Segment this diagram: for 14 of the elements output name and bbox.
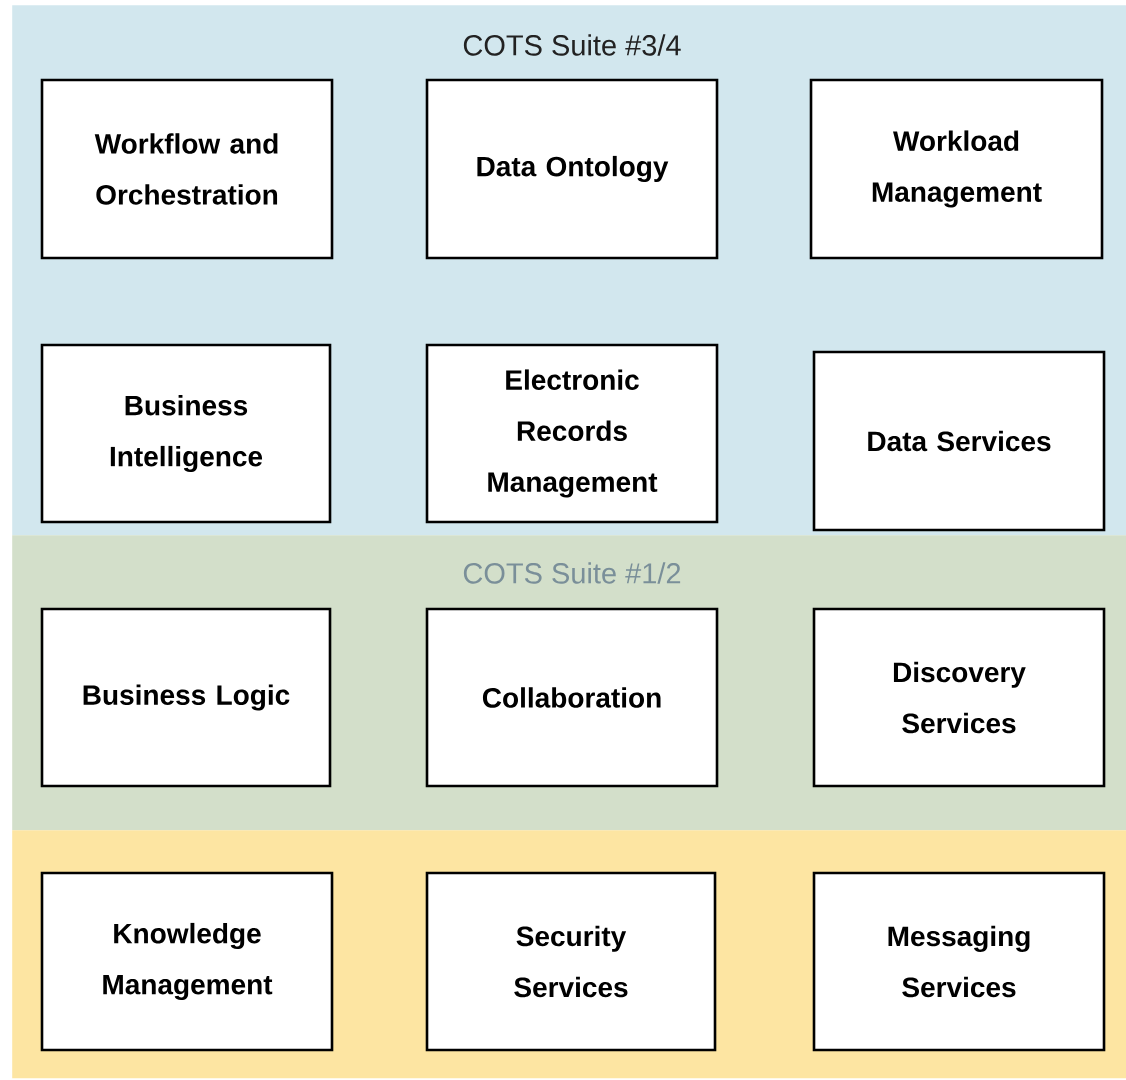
band-title: COTS Suite #3/4	[463, 34, 681, 56]
band-title: COTS Suite #1/2	[463, 562, 681, 584]
component-box: Electronic Records Management	[425, 343, 719, 524]
component-box: Knowledge Management	[40, 871, 334, 1052]
component-box: Business Logic	[40, 607, 332, 788]
component-box: Workload Management	[809, 78, 1104, 260]
component-box: Messaging Services	[812, 871, 1106, 1052]
component-box: Data Services	[812, 350, 1106, 532]
component-box: Collaboration	[425, 607, 719, 788]
component-box: Discovery Services	[812, 607, 1106, 788]
component-box: Business Intelligence	[40, 343, 332, 524]
component-box: Workflow and Orchestration	[40, 78, 334, 260]
component-box: Data Ontology	[425, 78, 719, 260]
component-box: Security Services	[425, 871, 717, 1052]
